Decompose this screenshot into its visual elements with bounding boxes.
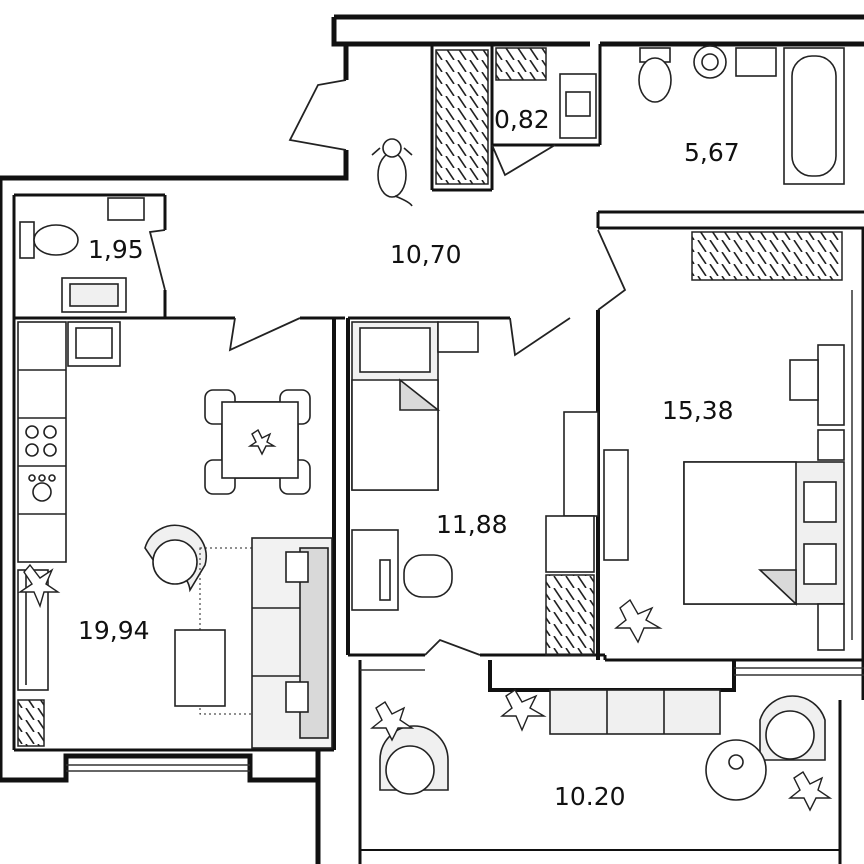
wardrobes (17, 47, 843, 747)
room-area-kitchen-living: 19,94 (78, 616, 150, 645)
room-area-bedroom: 15,38 (662, 396, 734, 425)
room-area-storage: 0,82 (494, 105, 550, 134)
furniture (17, 45, 845, 801)
room-area-bathroom: 5,67 (684, 138, 740, 167)
room-area-childroom: 11,88 (436, 510, 508, 539)
room-area-hall: 10,70 (390, 240, 462, 269)
room-area-wc: 1,95 (88, 235, 144, 264)
doors (148, 79, 627, 656)
dog-icon (371, 138, 413, 207)
plants (17, 428, 833, 812)
windows (66, 290, 864, 772)
room-area-balcony: 10.20 (554, 782, 626, 811)
